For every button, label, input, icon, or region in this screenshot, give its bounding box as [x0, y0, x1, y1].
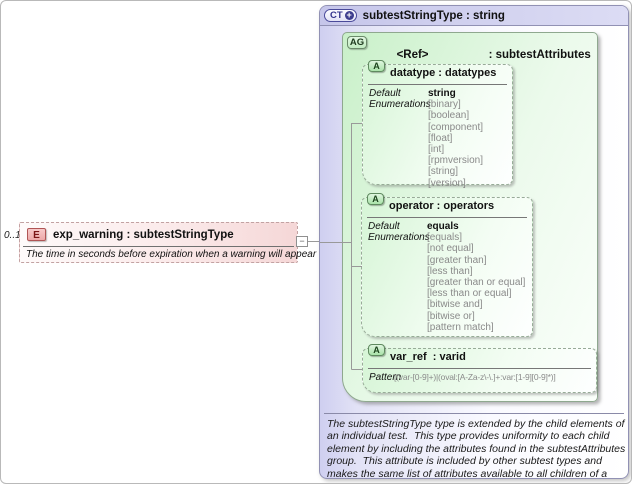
element-annotation: The time in seconds before expiration wh… [26, 249, 317, 260]
occurrence-label: 0..1 [4, 230, 21, 241]
facet-label-default: Default [369, 88, 401, 99]
type-documentation: The subtestStringType type is extended b… [327, 418, 626, 479]
divider [367, 217, 527, 218]
attribute-node-operator[interactable]: A operator : operators Default Enumerati… [361, 193, 533, 337]
facet-pattern-row: Pattern [(var-[0-9]+)|(oval:[A-Za-z\-\.]… [369, 372, 594, 383]
facet-labels: Default Enumerations [368, 221, 430, 333]
complex-type-header[interactable]: CT + subtestStringType : string [320, 6, 628, 26]
facet-values: equals [equals] [not equal] [greater tha… [427, 221, 525, 333]
attribute-group-node[interactable]: AG <Ref> : subtestAttributes A datatype :… [342, 32, 598, 402]
element-title: exp_warning : subtestStringType [53, 228, 234, 241]
facet-table: Default Enumerations equals [equals] [no… [368, 221, 530, 333]
divider [368, 84, 507, 85]
plus-icon: + [344, 10, 354, 20]
attribute-group-title: <Ref> : subtestAttributes [371, 37, 591, 73]
divider [368, 368, 591, 369]
facet-values: string [binary] [boolean] [component] [f… [428, 88, 483, 189]
facet-default-value: equals [427, 221, 459, 232]
divider [324, 413, 624, 414]
attribute-group-badge-icon: AG [347, 36, 367, 49]
attribute-node-datatype[interactable]: A datatype : datatypes Default Enumerati… [362, 60, 513, 189]
complex-type-node[interactable]: CT + subtestStringType : string AG <Ref>… [319, 5, 629, 479]
attribute-title: datatype : datatypes [390, 67, 497, 79]
facet-table: Default Enumerations string [binary] [bo… [369, 88, 510, 189]
attribute-group-type: : subtestAttributes [488, 49, 591, 61]
facet-enumeration-values: [equals] [not equal] [greater than] [les… [427, 232, 526, 333]
facet-label-pattern: Pattern [369, 372, 402, 383]
attribute-group-name: <Ref> [396, 49, 429, 61]
facet-pattern-value: [(var-[0-9]+)|(oval:[A-Za-z\-\.]+:var:[1… [394, 372, 556, 382]
element-badge-icon: E [27, 228, 46, 241]
connector-line [308, 241, 319, 242]
facet-label-enumerations: Enumerations [369, 99, 431, 111]
complex-type-title: subtestStringType : string [362, 9, 505, 22]
attribute-node-var-ref[interactable]: A var_ref : varid Pattern [(var-[0-9]+)|… [362, 344, 597, 393]
complex-type-badge-icon: CT + [324, 9, 357, 22]
facet-label-default: Default [368, 221, 400, 232]
attribute-title: var_ref : varid [390, 351, 466, 363]
divider [23, 246, 294, 247]
attribute-badge-icon: A [367, 193, 384, 205]
attribute-title: operator : operators [389, 200, 495, 212]
facet-label-enumerations: Enumerations [368, 232, 430, 244]
element-node-exp-warning[interactable]: E exp_warning : subtestStringType The ti… [19, 222, 317, 263]
element-header: E exp_warning : subtestStringType [20, 223, 297, 246]
facet-enumeration-values: [binary] [boolean] [component] [float] [… [428, 99, 484, 189]
collapse-toggle-icon[interactable]: − [296, 236, 308, 247]
attribute-badge-icon: A [368, 60, 385, 72]
facet-default-value: string [428, 88, 456, 99]
facet-labels: Default Enumerations [369, 88, 431, 189]
attribute-badge-icon: A [368, 344, 385, 356]
complex-type-badge-label: CT [330, 10, 343, 21]
